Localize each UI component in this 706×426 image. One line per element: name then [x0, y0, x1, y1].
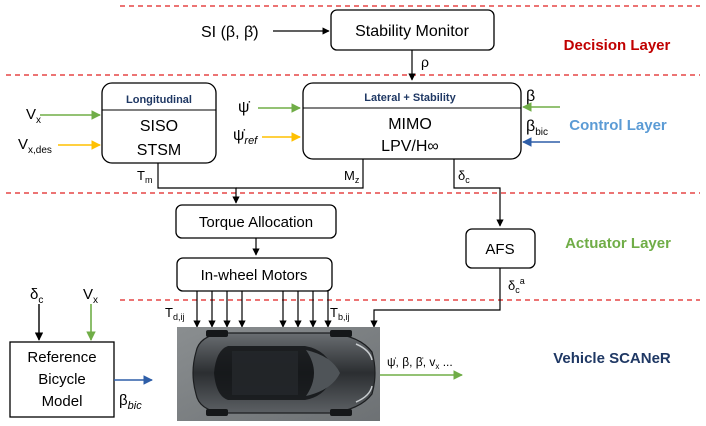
lateral-line1: MIMO: [388, 116, 432, 133]
delta-c-line: [453, 159, 504, 227]
longitudinal-controller-block: [101, 82, 217, 164]
td-label: Td,ij: [165, 305, 184, 322]
longitudinal-line1: SISO: [140, 118, 178, 135]
longitudinal-line2: STSM: [137, 142, 181, 159]
psi-dot-ref-input-label: ψ̇ref: [233, 127, 258, 147]
reference-line1: Reference: [27, 349, 96, 366]
rho-label: ρ: [421, 54, 429, 70]
control-layer-label: Control Layer: [569, 117, 667, 134]
beta-input-label: β: [526, 88, 535, 105]
ref-vx-label: Vx: [83, 286, 98, 306]
mz-line: [236, 159, 364, 189]
vehicle-outputs-label: ψ̇, β, β̇, vx ...: [387, 355, 453, 371]
decision-layer-label: Decision Layer: [564, 37, 671, 54]
vx-input-label: Vx: [26, 106, 41, 126]
motor-torque-arrows: [193, 291, 332, 328]
lateral-title: Lateral + Stability: [364, 92, 456, 104]
vx-des-input-label: Vx,des: [18, 136, 52, 156]
in-wheel-motors-block: [176, 257, 333, 292]
vehicle-car-icon: [177, 327, 380, 421]
afs-label: AFS: [485, 241, 514, 258]
delta-c-label: δc: [458, 168, 470, 185]
mz-label: Mz: [344, 168, 360, 185]
delta-c-a-label: δca: [508, 276, 525, 295]
ref-delta-c-label: δc: [30, 286, 43, 306]
reference-line3: Model: [42, 393, 83, 410]
reference-line2: Bicycle: [38, 371, 86, 388]
longitudinal-title: Longitudinal: [126, 94, 192, 106]
lateral-controller-block: [302, 82, 522, 160]
psi-dot-input-label: ψ̇: [238, 99, 250, 116]
afs-to-vehicle-line: [370, 268, 501, 328]
layer-dividers: [6, 5, 700, 301]
beta-bic-output-label: βbic: [119, 392, 142, 412]
si-input-label: SI (β, β̇): [201, 24, 259, 41]
actuator-layer-label: Actuator Layer: [565, 235, 671, 252]
stability-monitor-label: Stability Monitor: [355, 23, 469, 40]
beta-bic-input-label: βbic: [526, 118, 548, 138]
tm-label: Tm: [137, 168, 152, 185]
vehicle-layer-label: Vehicle SCANeR: [553, 350, 671, 367]
torque-allocation-label: Torque Allocation: [199, 214, 313, 231]
lateral-line2: LPV/H∞: [381, 138, 439, 155]
tb-label: Tb,ij: [330, 305, 349, 322]
tm-line: [157, 163, 240, 204]
in-wheel-motors-label: In-wheel Motors: [201, 267, 308, 284]
